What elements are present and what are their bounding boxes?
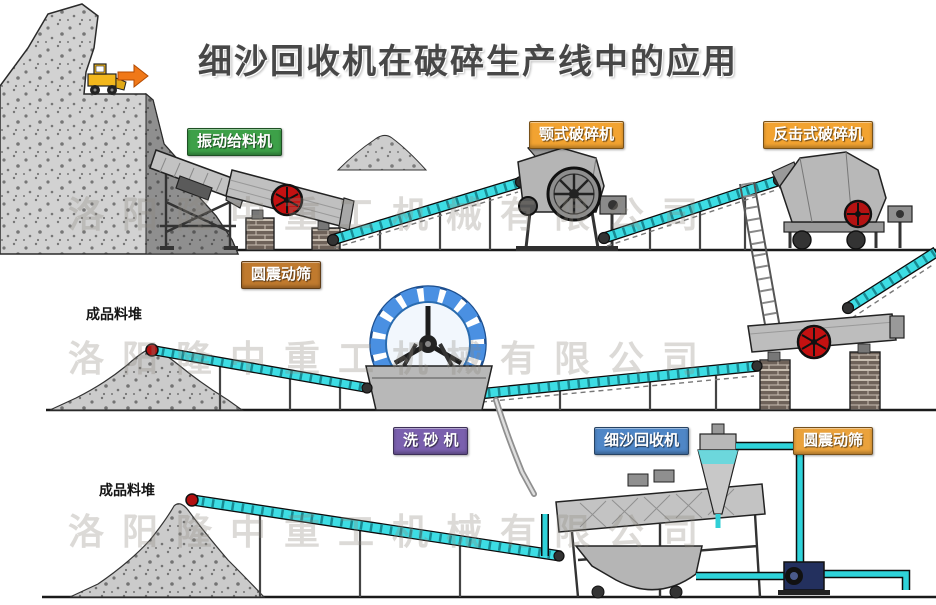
conveyor-1 — [326, 175, 528, 250]
label-fine-sand-recycler: 细沙回收机 — [594, 427, 690, 455]
stockpile-middle-label: 成品料堆 — [86, 307, 142, 323]
label-jaw-crusher: 颚式破碎机 — [529, 121, 625, 149]
lattice-tower — [739, 181, 781, 331]
circular-vibrating-screen-bottom-machine — [747, 313, 905, 411]
label-vibrating-feeder: 振动给料机 — [187, 128, 283, 156]
label-impact-crusher: 反击式破碎机 — [763, 121, 874, 149]
screen2-flywheel-icon — [796, 324, 832, 360]
impact-crusher-machine — [771, 151, 913, 250]
label-circular-screen-bottom: 圆震动筛 — [793, 427, 874, 455]
circular-vibrating-screen-top-machine — [225, 169, 355, 251]
fine-sand-recycler-machine — [541, 423, 911, 599]
jaw-flywheel-icon — [546, 166, 602, 222]
page-title: 细沙回收机在破碎生产线中的应用 — [198, 42, 738, 82]
conveyor-4 — [473, 360, 763, 410]
conveyor-5 — [145, 343, 373, 410]
water-pipes — [541, 441, 911, 590]
quarry-mountain — [0, 3, 240, 255]
jaw-crusher-machine — [516, 137, 627, 251]
slurry-pump-icon — [778, 561, 830, 595]
flow-arrow-icon — [117, 63, 149, 89]
conveyor-3 — [841, 246, 936, 319]
transfer-stockpile — [336, 134, 428, 171]
hydrocyclone-icon — [697, 423, 739, 528]
conveyor-6 — [185, 493, 565, 597]
screen-flywheel-icon — [270, 183, 304, 217]
impact-rotor-icon — [843, 199, 873, 229]
stockpile-bottom-label: 成品料堆 — [99, 483, 155, 499]
label-sand-washer: 洗 砂 机 — [393, 427, 469, 455]
stockpile-bottom-shape — [69, 503, 266, 598]
sand-washer-machine — [365, 285, 537, 497]
label-circular-screen-top: 圆震动筛 — [241, 261, 322, 289]
wheel-loader-icon — [87, 63, 127, 95]
